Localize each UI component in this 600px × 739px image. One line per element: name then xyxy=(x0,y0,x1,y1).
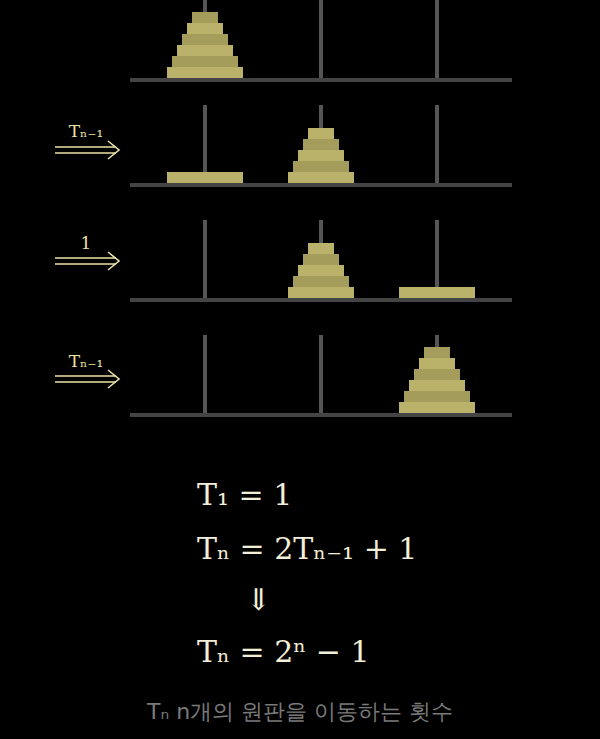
step-count: Tₙ₋₁ xyxy=(69,122,103,141)
double-arrow xyxy=(55,141,119,159)
double-arrow xyxy=(55,370,119,388)
peg-row xyxy=(130,220,512,300)
peg-row xyxy=(130,105,512,185)
equation: Tₙ = 2ⁿ − 1 xyxy=(197,635,370,668)
step-count: 1 xyxy=(81,234,92,253)
caption: Tₙ n개의 원판을 이동하는 횟수 xyxy=(147,700,453,724)
peg-row xyxy=(130,0,512,80)
equation: Tₙ = 2Tₙ₋₁ + 1 xyxy=(197,532,417,565)
double-arrow xyxy=(55,252,119,270)
step-count: Tₙ₋₁ xyxy=(69,352,103,371)
equation: T₁ = 1 xyxy=(197,478,292,511)
implies-symbol: ⇓ xyxy=(246,583,271,616)
peg-row xyxy=(130,335,512,415)
